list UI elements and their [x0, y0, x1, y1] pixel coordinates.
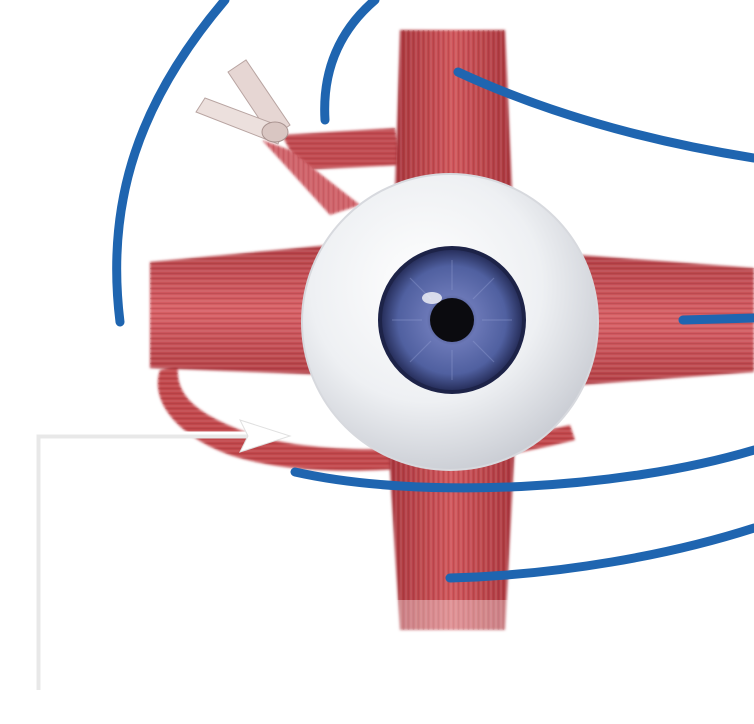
superior-rectus-muscle — [395, 30, 512, 190]
leader-line-lateral-rectus — [683, 318, 754, 320]
